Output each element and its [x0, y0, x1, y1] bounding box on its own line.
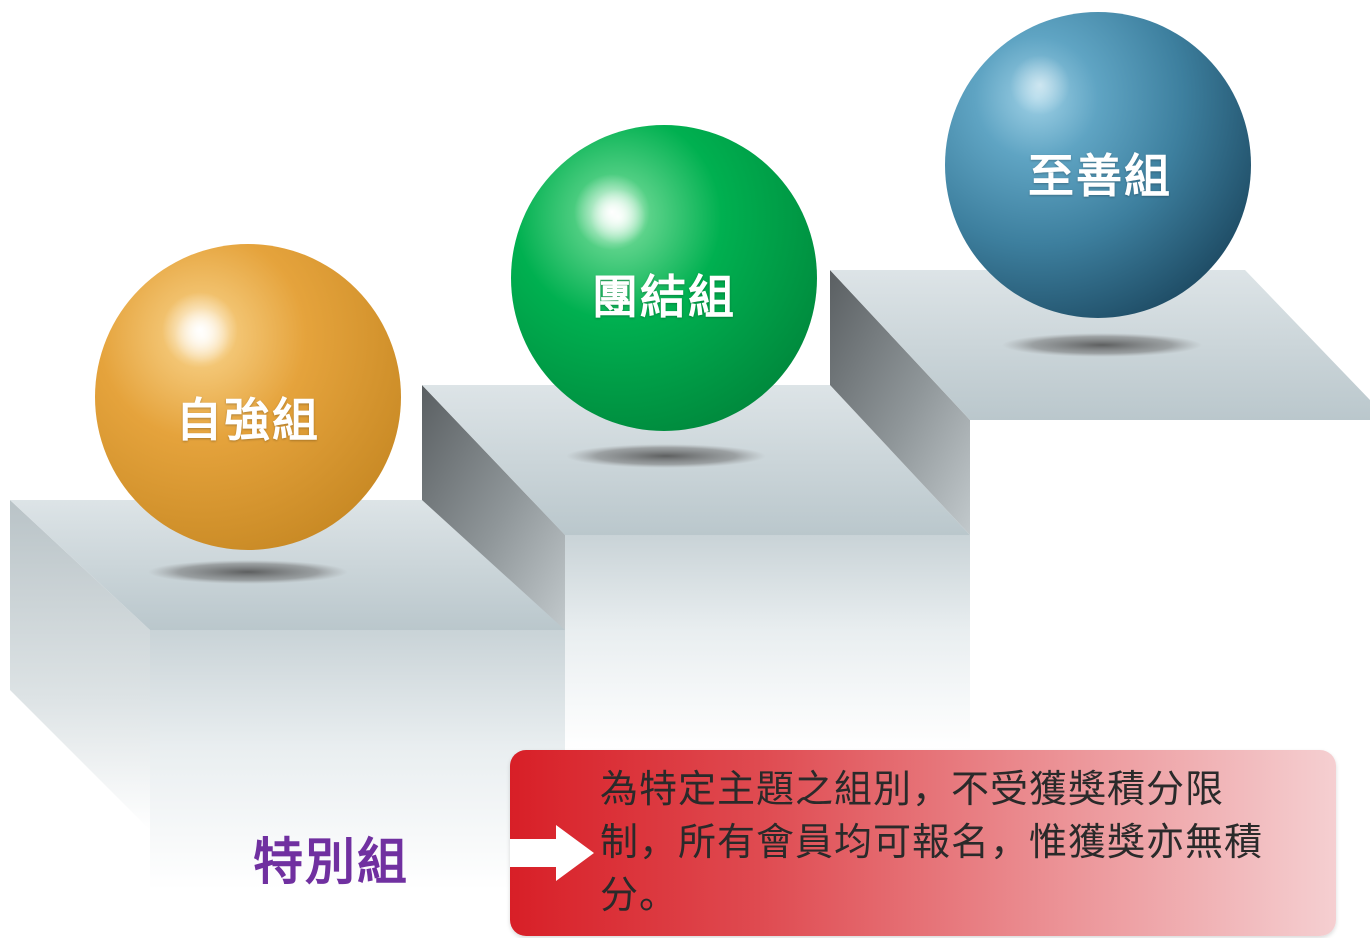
orange-ball [95, 244, 401, 550]
shadow-green [566, 444, 766, 468]
blue-ball [945, 12, 1251, 318]
step3-side [830, 270, 970, 535]
label-unity: 團結組 [592, 270, 736, 324]
shadow-blue [1002, 333, 1202, 357]
label-supreme: 至善組 [1028, 149, 1172, 203]
callout-box [510, 750, 1336, 936]
label-self-strengthening: 自強組 [176, 393, 320, 447]
step1-front [150, 630, 565, 890]
step1-side [10, 500, 150, 830]
green-ball [511, 125, 817, 431]
callout-text: 為特定主題之組別，不受獲獎積分限制，所有會員均可報名，惟獲獎亦無積分。 [600, 767, 1264, 917]
label-special-group: 特別組 [253, 833, 409, 891]
step2-side [422, 385, 565, 630]
shadow-orange [148, 560, 348, 584]
arrow-right-icon [510, 825, 594, 881]
step2-front [565, 535, 970, 750]
